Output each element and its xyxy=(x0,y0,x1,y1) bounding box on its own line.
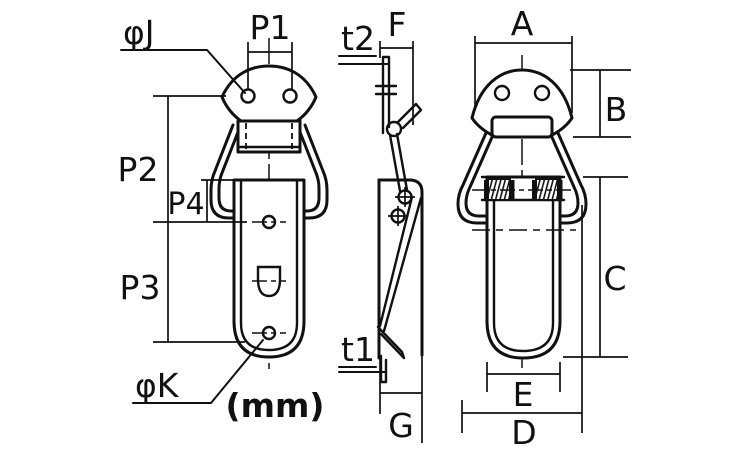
label-c: C xyxy=(603,259,626,298)
label-t1: t1 xyxy=(341,330,375,369)
front-dim-p2: P2 xyxy=(118,95,226,222)
front-dim-p3: P3 xyxy=(120,221,247,343)
rear-dim-a: A xyxy=(474,4,573,113)
front-fan-plate xyxy=(220,64,318,123)
front-hinge-hidden-lines xyxy=(245,123,293,151)
side-hook-lip xyxy=(396,102,423,130)
front-view: P1 φJ P2 P4 P3 φK (mm) xyxy=(118,8,329,425)
front-catch-plate-outer xyxy=(232,178,306,359)
side-callout-t2: t2 xyxy=(338,19,389,65)
label-f: F xyxy=(388,5,407,44)
side-rivet-crosshairs xyxy=(388,187,415,226)
label-e: E xyxy=(513,375,534,414)
side-callout-t1: t1 xyxy=(338,330,387,373)
side-bracket-right xyxy=(377,178,424,357)
side-lever-foot xyxy=(376,325,406,360)
side-lever-tip xyxy=(379,354,388,384)
front-dim-p4: P4 xyxy=(167,179,242,222)
label-a: A xyxy=(511,4,534,43)
label-d: D xyxy=(511,413,536,450)
front-callout-phi-j: φJ xyxy=(120,13,246,94)
front-callout-phi-k: φK xyxy=(132,339,264,405)
side-lever-arm xyxy=(378,195,423,333)
front-keyhole-slot xyxy=(256,265,282,298)
rear-hinge-block xyxy=(490,115,554,139)
label-t2: t2 xyxy=(341,19,375,58)
front-mount-hole-right xyxy=(282,88,298,104)
front-dim-p1: P1 xyxy=(247,8,293,90)
side-view: F t2 t1 G xyxy=(338,5,424,445)
label-phi-j: φJ xyxy=(123,13,155,52)
rear-mount-hole-right xyxy=(533,84,551,102)
label-b: B xyxy=(605,90,628,129)
label-p3: P3 xyxy=(120,268,161,307)
label-p4: P4 xyxy=(167,187,204,222)
side-dim-f: F xyxy=(379,5,414,125)
label-phi-k: φK xyxy=(135,366,180,405)
rear-catch-plate-inner xyxy=(492,175,555,353)
side-hook-plate-hole-marks xyxy=(374,84,398,96)
side-bail-loop xyxy=(385,120,403,138)
side-dim-g: G xyxy=(379,355,423,445)
rear-dim-c: C xyxy=(563,176,628,358)
rear-mount-hole-left xyxy=(493,84,511,102)
label-p1: P1 xyxy=(250,8,291,47)
label-p2: P2 xyxy=(118,150,159,189)
label-g: G xyxy=(388,406,414,445)
rear-dim-e: E xyxy=(486,362,561,414)
rear-dim-d: D xyxy=(461,205,583,450)
front-catch-plate-inner xyxy=(239,178,299,352)
rear-dim-b: B xyxy=(570,69,631,138)
side-bail-bar xyxy=(388,132,409,193)
rear-view: A B C xyxy=(456,4,631,450)
rear-catch-plate-outer xyxy=(485,175,562,360)
label-unit-mm: (mm) xyxy=(226,386,325,425)
